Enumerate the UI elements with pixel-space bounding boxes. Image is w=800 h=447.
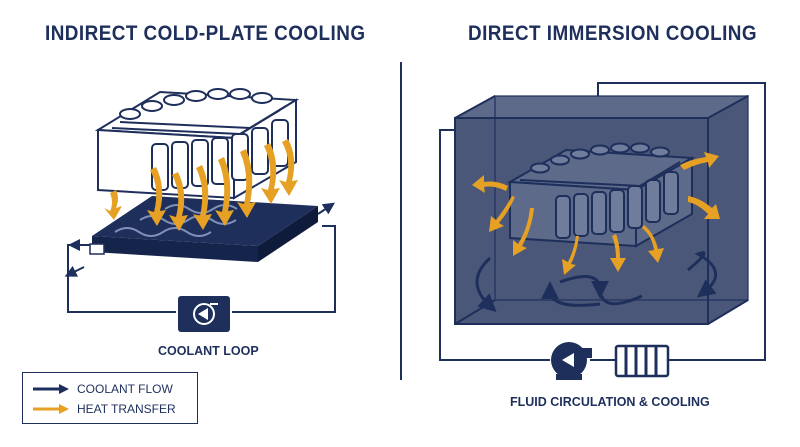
fluid-swirl-arrows bbox=[475, 251, 717, 313]
indirect-cooling-title: INDIRECT COLD-PLATE COOLING bbox=[45, 22, 366, 45]
legend: COOLANT FLOW HEAT TRANSFER bbox=[22, 372, 198, 424]
legend-label: HEAT TRANSFER bbox=[77, 402, 176, 416]
heat-exchanger-icon bbox=[614, 344, 670, 378]
legend-label: COOLANT FLOW bbox=[77, 382, 173, 396]
heat-transfer-arrows-left bbox=[104, 139, 298, 231]
section-divider bbox=[400, 62, 402, 380]
heat-transfer-arrow-icon bbox=[33, 404, 69, 414]
coolant-flow-arrow-icon bbox=[33, 384, 69, 394]
battery-module-right bbox=[506, 142, 696, 248]
legend-item-coolant-flow: COOLANT FLOW bbox=[33, 380, 173, 398]
pump-icon bbox=[178, 296, 230, 332]
pump-icon bbox=[551, 342, 592, 380]
fluid-circulation-label: FLUID CIRCULATION & COOLING bbox=[510, 395, 710, 409]
loop-inlet-arrow bbox=[64, 265, 85, 277]
loop-outlet-arrow bbox=[317, 202, 335, 215]
legend-item-heat-transfer: HEAT TRANSFER bbox=[33, 400, 176, 418]
heat-transfer-arrows-right bbox=[472, 152, 720, 275]
direct-immersion-title: DIRECT IMMERSION COOLING bbox=[468, 22, 758, 45]
coolant-loop-label: COOLANT LOOP bbox=[158, 344, 259, 358]
